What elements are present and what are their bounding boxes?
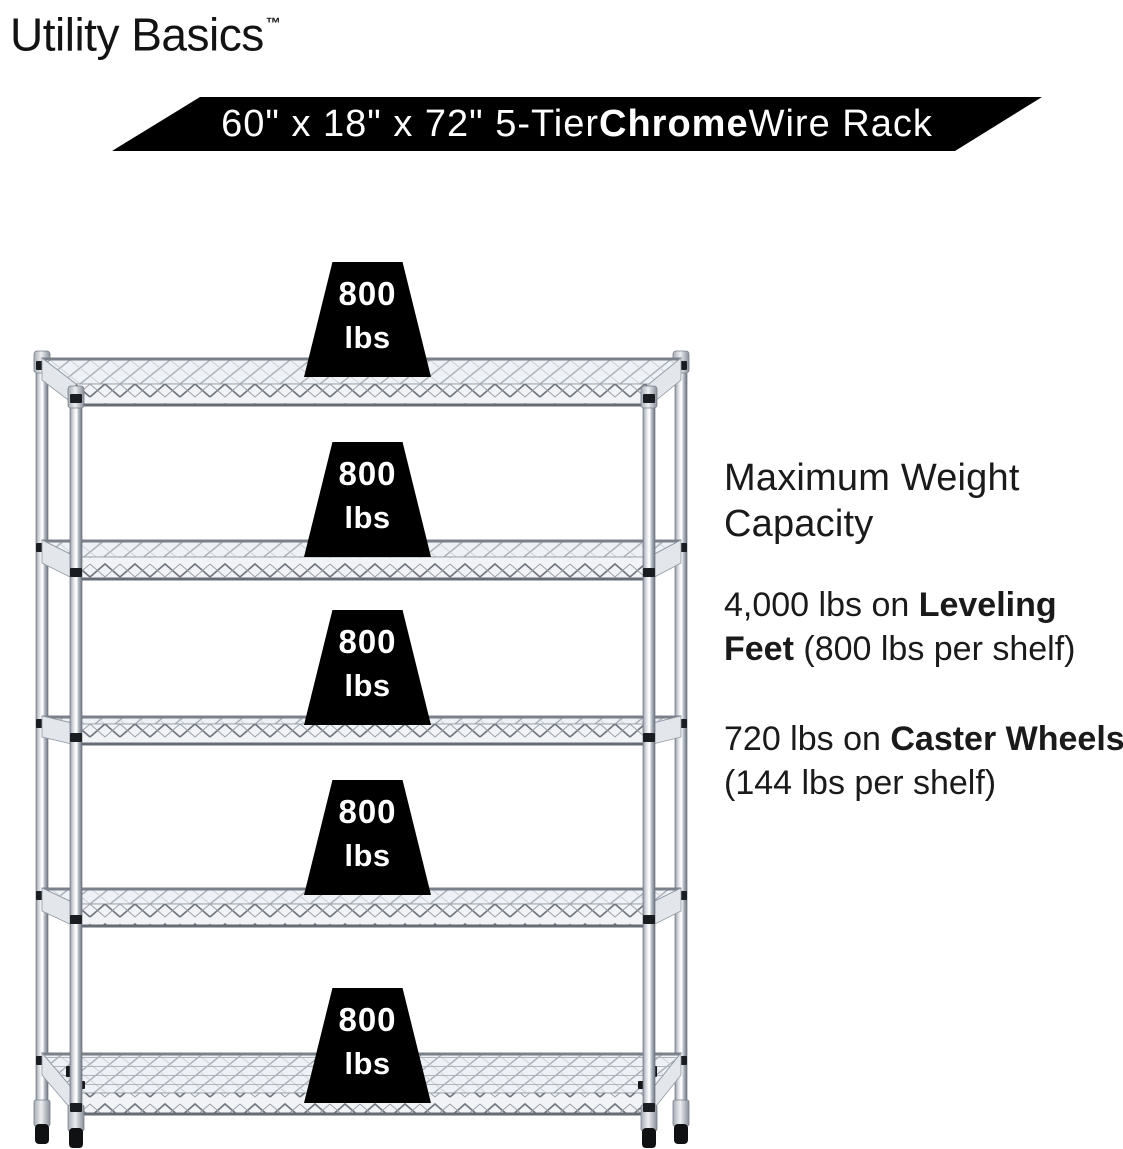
chrome-post-back-left bbox=[33, 350, 51, 1144]
product-title-banner: 60" x 18" x 72" 5-Tier Chrome Wire Rack bbox=[112, 97, 1042, 151]
spec-leveling-feet: 4,000 lbs on Leveling Feet (800 lbs per … bbox=[724, 586, 1076, 668]
capacity-unit: lbs bbox=[344, 500, 391, 535]
shelf-capacity-badge-5: 800 lbs bbox=[304, 988, 431, 1103]
capacity-unit: lbs bbox=[344, 1046, 391, 1081]
capacity-value: 800 bbox=[338, 623, 397, 660]
shelf-capacity-badge-4: 800 lbs bbox=[304, 780, 431, 895]
capacity-value: 800 bbox=[338, 793, 397, 830]
chrome-post-front-right bbox=[640, 385, 658, 1148]
trademark-symbol: ™ bbox=[265, 15, 281, 32]
capacity-value: 800 bbox=[338, 455, 397, 492]
capacity-value: 800 bbox=[338, 275, 397, 312]
shelf-capacity-badge-1: 800 lbs bbox=[304, 262, 431, 377]
capacity-unit: lbs bbox=[344, 838, 391, 873]
shelf-capacity-badge-2: 800 lbs bbox=[304, 442, 431, 557]
chrome-post-back-right bbox=[672, 350, 690, 1144]
capacity-value: 800 bbox=[338, 1001, 397, 1038]
chrome-post-front-left bbox=[67, 385, 85, 1148]
leveling-foot bbox=[642, 1128, 656, 1148]
leveling-foot bbox=[35, 1124, 49, 1144]
leveling-foot bbox=[674, 1124, 688, 1144]
brand-name: Utility Basics bbox=[10, 8, 264, 61]
specs-heading: Maximum Weight Capacity bbox=[724, 457, 1020, 545]
spec-caster-wheels: 720 lbs on Caster Wheels (144 lbs per sh… bbox=[724, 720, 1123, 802]
capacity-unit: lbs bbox=[344, 668, 391, 703]
leveling-foot bbox=[69, 1128, 83, 1148]
capacity-unit: lbs bbox=[344, 320, 391, 355]
weight-capacity-specs: Maximum Weight Capacity 4,000 lbs on Lev… bbox=[724, 455, 1123, 805]
shelf-capacity-badge-3: 800 lbs bbox=[304, 610, 431, 725]
